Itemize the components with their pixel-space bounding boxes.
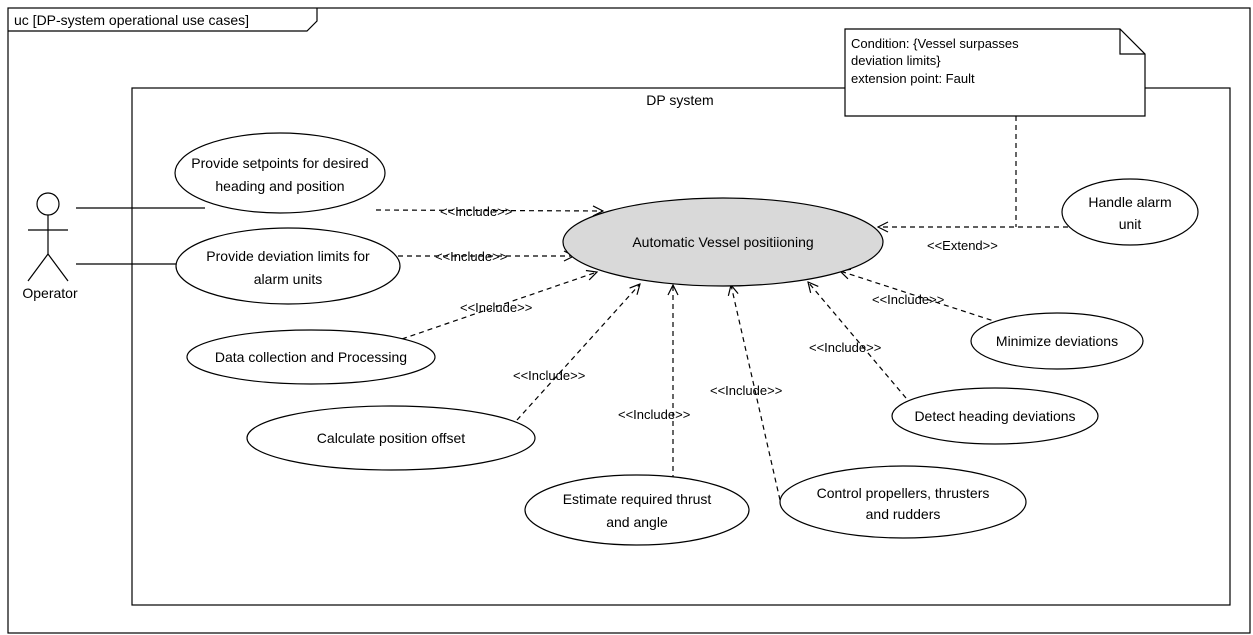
include-arrow-minimize — [840, 271, 1001, 324]
include-arrow-data-collection — [401, 272, 597, 340]
use-case-label-alarm-1: Handle alarm — [1088, 194, 1171, 210]
actor-label: Operator — [22, 285, 78, 301]
use-case-estimate-thrust[interactable]: Estimate required thrust and angle — [524, 474, 750, 546]
use-case-label-setpoints-2: heading and position — [215, 178, 344, 194]
include-arrow-position-offset — [516, 284, 640, 421]
include-arrow-propellers — [731, 285, 781, 501]
use-case-label-propellers-1: Control propellers, thrusters — [817, 485, 990, 501]
use-case-detect-heading-deviations[interactable]: Detect heading deviations — [891, 387, 1099, 445]
use-case-label-data-collection: Data collection and Processing — [215, 349, 407, 365]
use-case-label-position-offset: Calculate position offset — [317, 430, 465, 446]
use-case-minimize-deviations[interactable]: Minimize deviations — [970, 312, 1144, 370]
use-case-label-main: Automatic Vessel positiioning — [632, 234, 813, 250]
use-case-label-setpoints-1: Provide setpoints for desired — [191, 155, 368, 171]
frame-title: uc [DP-system operational use cases] — [14, 12, 249, 28]
operator-actor[interactable] — [27, 192, 69, 282]
use-case-label-minimize: Minimize deviations — [996, 333, 1118, 349]
use-case-label-propellers-2: and rudders — [866, 506, 941, 522]
use-case-provide-deviation-limits[interactable]: Provide deviation limits for alarm units — [175, 227, 401, 305]
include-label-deviation-limits: <<Include>> — [435, 249, 507, 264]
note-line-3: extension point: Fault — [851, 71, 975, 86]
extend-label-alarm: <<Extend>> — [927, 238, 998, 253]
use-case-label-heading-deviations: Detect heading deviations — [914, 408, 1075, 424]
use-case-label-deviation-limits-2: alarm units — [254, 271, 322, 287]
include-label-setpoints: <<Include>> — [440, 204, 512, 219]
diagram-frame — [7, 7, 1251, 634]
use-case-data-collection[interactable]: Data collection and Processing — [186, 329, 436, 385]
use-case-handle-alarm-unit[interactable]: Handle alarm unit — [1061, 178, 1199, 246]
include-label-heading-deviations: <<Include>> — [809, 340, 881, 355]
system-name: DP system — [646, 92, 713, 108]
frame-title-tab — [8, 8, 318, 32]
note-line-2: deviation limits} — [851, 53, 941, 68]
include-arrow-heading-deviations — [808, 282, 907, 399]
include-label-thrust: <<Include>> — [618, 407, 690, 422]
include-arrow-setpoints — [375, 210, 603, 211]
include-label-data-collection: <<Include>> — [460, 300, 532, 315]
use-case-control-propellers[interactable]: Control propellers, thrusters and rudder… — [779, 465, 1027, 539]
system-boundary — [131, 87, 1231, 606]
use-case-calculate-position-offset[interactable]: Calculate position offset — [246, 405, 536, 471]
use-case-provide-setpoints[interactable]: Provide setpoints for desired heading an… — [174, 132, 386, 214]
include-label-propellers: <<Include>> — [710, 383, 782, 398]
extension-condition-note[interactable]: Condition: {Vessel surpasses deviation l… — [844, 28, 1146, 117]
use-case-label-thrust-2: and angle — [606, 514, 668, 530]
use-case-automatic-vessel-positioning[interactable]: Automatic Vessel positiioning — [562, 197, 884, 287]
include-label-minimize: <<Include>> — [872, 292, 944, 307]
use-case-label-alarm-2: unit — [1119, 216, 1142, 232]
use-case-label-deviation-limits-1: Provide deviation limits for — [206, 248, 370, 264]
use-case-label-thrust-1: Estimate required thrust — [563, 491, 712, 507]
include-label-position-offset: <<Include>> — [513, 368, 585, 383]
note-line-1: Condition: {Vessel surpasses — [851, 36, 1019, 51]
